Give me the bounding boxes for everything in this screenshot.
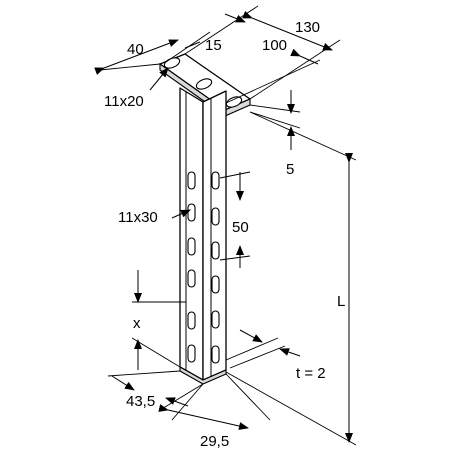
extension-line (159, 383, 204, 411)
column-slot (211, 207, 220, 226)
leader-11x30 (171, 209, 191, 219)
extension-line (229, 345, 286, 369)
extension-line (225, 373, 271, 421)
dim-label-130: 130 (295, 19, 320, 36)
dim-label-50: 50 (232, 219, 249, 236)
dim-label-100: 100 (262, 37, 287, 54)
dim-line-100 (224, 13, 246, 23)
side-slots (211, 171, 220, 364)
dim-line-t (279, 348, 301, 357)
dim-line-130 (242, 10, 333, 51)
dimension-labels: 130 100 40 15 11x20 5 11x30 50 x L t = 2… (104, 19, 345, 450)
dim-label-40: 40 (127, 41, 144, 58)
column-profile (179, 87, 227, 385)
dim-label-11x30: 11x30 (118, 209, 158, 226)
dim-label-15: 15 (205, 37, 222, 54)
column-slot (187, 171, 196, 190)
dim-label-t: t = 2 (296, 365, 326, 382)
extension-line (131, 337, 181, 368)
head-plate-hole (195, 78, 213, 90)
extension-line (249, 111, 301, 129)
extension-line (225, 337, 279, 361)
column-slot (187, 269, 196, 288)
extension-line (219, 171, 251, 179)
dim-label-43-5: 43,5 (126, 393, 155, 410)
leader-11x20 (149, 67, 169, 91)
column-slot (187, 311, 196, 330)
column-slot (211, 241, 220, 260)
dim-line-40 (94, 39, 179, 75)
extension-line (225, 59, 321, 104)
dim-label-L: L (337, 293, 345, 310)
dim-line-t (239, 329, 263, 343)
extension-line (249, 111, 357, 161)
head-plate (159, 53, 251, 118)
column-front-face (179, 87, 204, 381)
column-slot (187, 344, 196, 363)
column-slot (187, 237, 196, 256)
dim-label-11x20: 11x20 (104, 93, 144, 110)
dim-line-29-5 (158, 404, 249, 430)
extension-line (249, 104, 301, 113)
extension-line (99, 63, 161, 71)
dimension-lines (94, 5, 357, 446)
column-slot (187, 203, 196, 222)
dim-line-15 (184, 41, 201, 49)
dim-label-29-5: 29,5 (200, 433, 229, 450)
dim-label-5: 5 (286, 161, 294, 178)
extension-line (219, 255, 251, 261)
dim-line-43-5 (111, 375, 135, 391)
extension-line (225, 371, 357, 446)
extension-line (107, 370, 181, 377)
column-slot (211, 345, 220, 364)
column-slot (211, 171, 220, 190)
column-slot (211, 310, 220, 329)
column-slot (211, 275, 220, 294)
dim-line-100 (290, 48, 319, 65)
dim-label-x: x (133, 315, 141, 332)
column-side-face (202, 90, 227, 381)
